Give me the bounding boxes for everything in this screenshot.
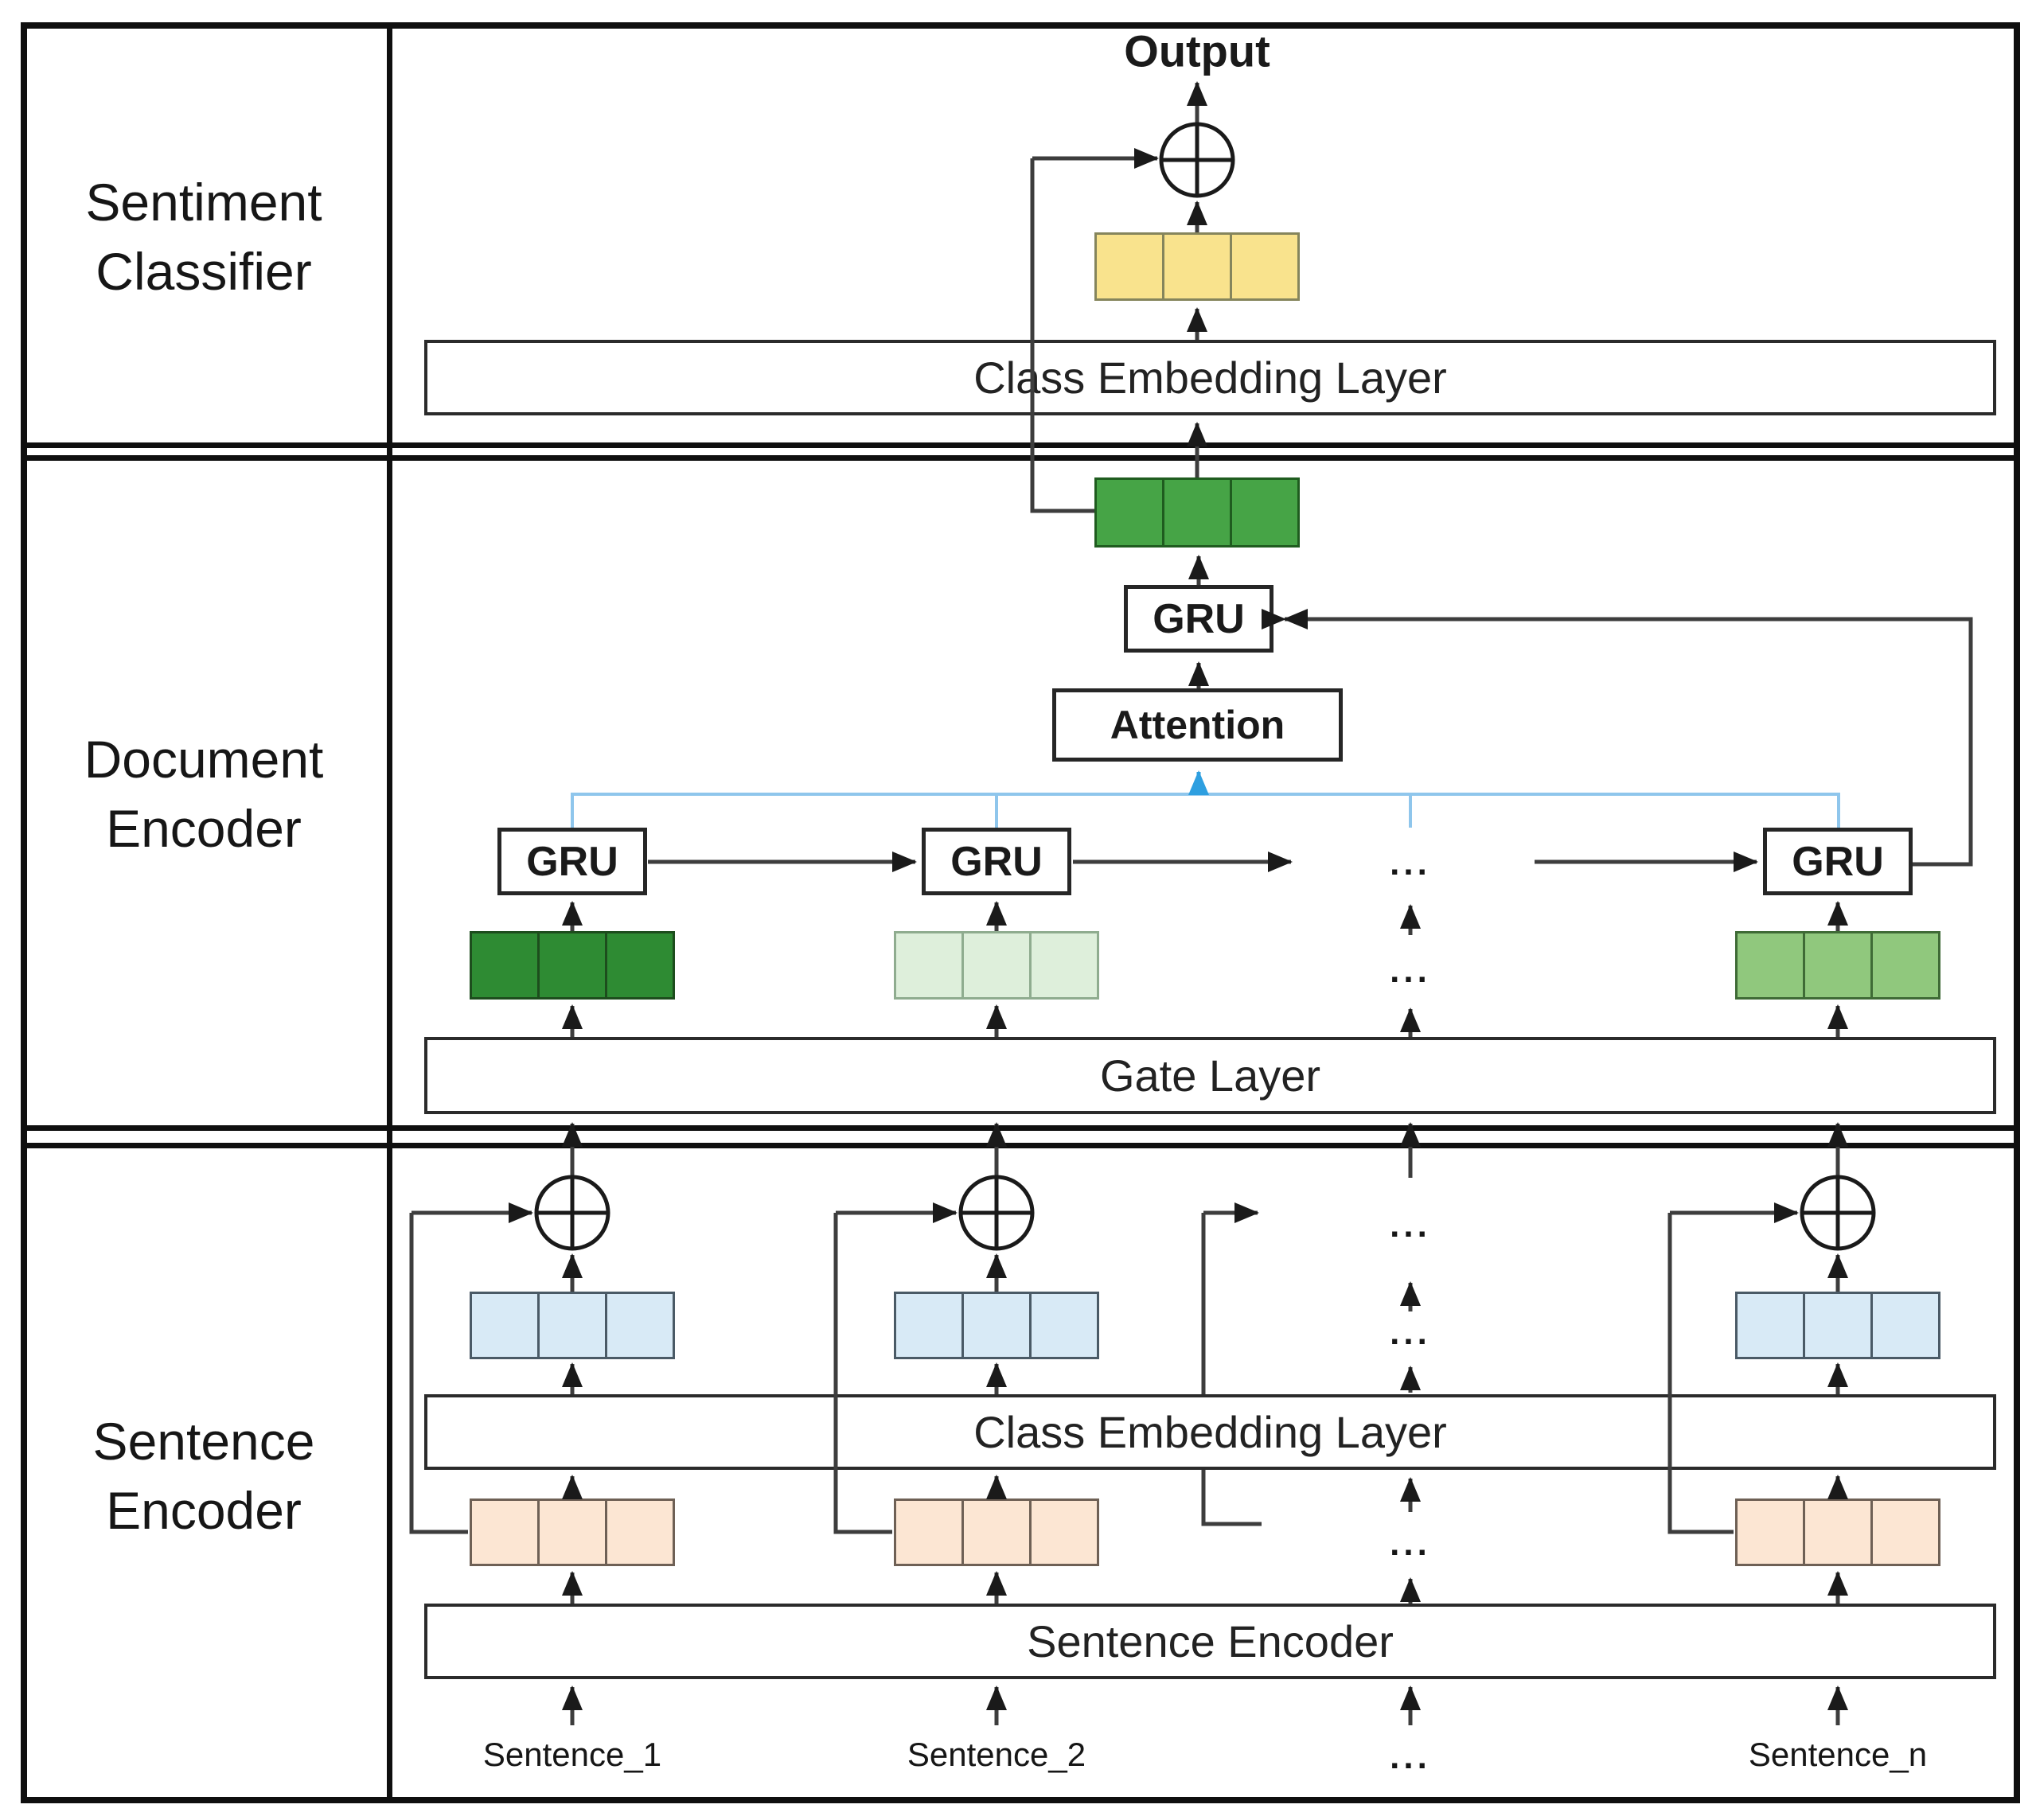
gru-label: GRU (950, 838, 1043, 885)
label-column-divider (387, 22, 392, 1803)
row-separator-line (21, 1125, 2020, 1131)
row-separator-line (21, 442, 2020, 448)
class-vector-n (1735, 1292, 1940, 1359)
attention-label: Attention (1110, 703, 1285, 747)
outer-border (21, 22, 2020, 1803)
class-embedding-layer-top: Class Embedding Layer (424, 340, 1996, 415)
row-separator-line (21, 1143, 2020, 1148)
sentence-encoder-bar-label: Sentence Encoder (1027, 1616, 1394, 1666)
row-separator-line (21, 455, 2020, 461)
sentence-encoder-bar: Sentence Encoder (424, 1604, 1996, 1679)
input-label-sentence-1: Sentence_1 (482, 1736, 662, 1773)
gate-layer: Gate Layer (424, 1037, 1996, 1114)
output-class-vector (1094, 232, 1300, 301)
class-embedding-layer-top-label: Class Embedding Layer (973, 353, 1447, 403)
document-gru-n: GRU (1763, 828, 1913, 895)
input-label-sentence-n: Sentence_n (1748, 1736, 1928, 1773)
class-vector-row-ellipsis: ... (1390, 1313, 1431, 1352)
output-label: Output (1124, 25, 1270, 76)
class-vector-row-ellipsis: ... (1390, 1206, 1431, 1245)
class-vector-2 (894, 1292, 1099, 1359)
sentence-vector-1 (470, 1498, 675, 1566)
gated-sentence-vector-n (1735, 931, 1940, 1000)
section-label-document-encoder: Document Encoder (84, 729, 324, 858)
sentence-vector-n (1735, 1498, 1940, 1566)
gru-label: GRU (526, 838, 618, 885)
attention-box: Attention (1052, 688, 1343, 762)
sentence-vector-2 (894, 1498, 1099, 1566)
document-vector (1094, 477, 1300, 548)
class-embedding-layer-bottom-label: Class Embedding Layer (973, 1407, 1447, 1457)
document-gru-1: GRU (497, 828, 647, 895)
class-vector-1 (470, 1292, 675, 1359)
document-gru-2: GRU (922, 828, 1071, 895)
class-embedding-layer-bottom: Class Embedding Layer (424, 1394, 1996, 1470)
gated-sentence-vector-1 (470, 931, 675, 1000)
input-label-ellipsis: ... (1390, 1737, 1431, 1776)
section-label-sentence-encoder: Sentence Encoder (92, 1411, 315, 1540)
gate-layer-label: Gate Layer (1099, 1050, 1321, 1101)
gru-label: GRU (1792, 838, 1884, 885)
input-label-sentence-2: Sentence_2 (907, 1736, 1086, 1773)
document-gru-top: GRU (1124, 585, 1273, 653)
vector-row-ellipsis: ... (1390, 951, 1431, 990)
gru-label: GRU (1153, 595, 1245, 642)
gru-row-ellipsis: ... (1390, 844, 1431, 883)
section-label-sentiment-classifier: Sentiment Classifier (85, 172, 322, 301)
sentence-vector-row-ellipsis: ... (1390, 1524, 1431, 1563)
gated-sentence-vector-2 (894, 931, 1099, 1000)
